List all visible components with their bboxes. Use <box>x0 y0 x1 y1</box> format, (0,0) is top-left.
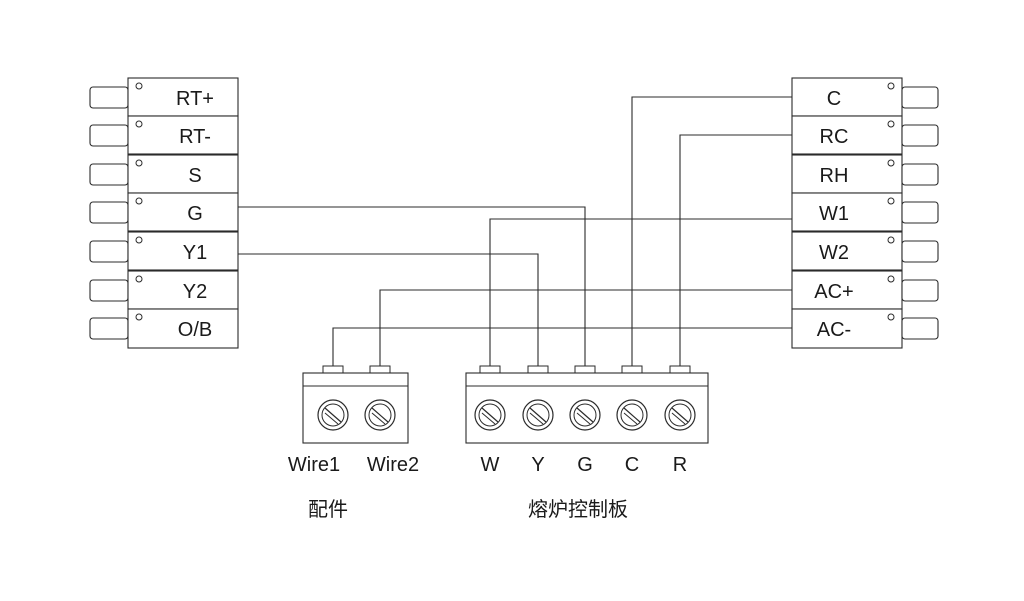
terminal-label-rc: RC <box>820 126 849 148</box>
terminal-ac-plus: AC+ <box>791 270 939 310</box>
wire-w1-to-w <box>489 218 792 368</box>
accessory-terminal-block: Wire1 Wire2 配件 <box>288 365 419 521</box>
terminal-label-g: G <box>187 203 203 225</box>
screw-icon <box>317 399 349 431</box>
accessory-caption: 配件 <box>308 498 348 521</box>
terminal-ac-minus: AC- <box>791 308 939 349</box>
screw-icon <box>616 399 648 431</box>
terminal-rh: RH <box>791 154 939 194</box>
screw-icon <box>474 399 506 431</box>
terminal-w1: W1 <box>791 192 939 232</box>
screw-icon <box>522 399 554 431</box>
control-terminal-strip: C RC RH W1 W2 A <box>791 77 939 349</box>
terminal-label-w2: W2 <box>819 242 849 264</box>
terminal-rt-minus: RT- <box>89 115 239 155</box>
screw-icon <box>569 399 601 431</box>
screw-icon <box>364 399 396 431</box>
terminal-label-rt-plus: RT+ <box>176 88 214 110</box>
wire-g-to-g <box>238 206 586 368</box>
board-terminal-label-w: W <box>481 454 500 476</box>
terminal-label-ac-plus: AC+ <box>814 281 853 303</box>
board-terminal-label-r: R <box>673 454 687 476</box>
terminal-label-rt-minus: RT- <box>179 126 211 148</box>
terminal-label-s: S <box>188 165 201 187</box>
terminal-w2: W2 <box>791 231 939 271</box>
board-terminal-label-c: C <box>625 454 639 476</box>
wire-acplus-to-wire2 <box>379 289 792 368</box>
terminal-y1: Y1 <box>89 231 239 271</box>
board-terminal-label-g: G <box>577 454 593 476</box>
thermostat-terminal-strip: RT+ RT- S G Y1 <box>89 77 239 349</box>
terminal-label-rh: RH <box>820 165 849 187</box>
terminal-c: C <box>791 77 939 117</box>
furnace-board-terminal-block: W Y G C R 熔炉控制板 <box>465 365 709 521</box>
terminal-rt-plus: RT+ <box>89 77 239 117</box>
wire-c-to-c <box>631 96 792 368</box>
terminal-rc: RC <box>791 115 939 155</box>
terminal-label-ac-minus: AC- <box>817 319 851 341</box>
terminal-label-w1: W1 <box>819 203 849 225</box>
terminal-s: S <box>89 154 239 194</box>
terminal-label-c: C <box>827 88 841 110</box>
wires <box>238 96 792 368</box>
terminal-label-y2: Y2 <box>183 281 207 303</box>
accessory-terminal-label-wire2: Wire2 <box>367 454 419 476</box>
terminal-label-y1: Y1 <box>183 242 207 264</box>
furnace-board-caption: 熔炉控制板 <box>528 498 628 521</box>
board-terminal-label-y: Y <box>531 454 544 476</box>
terminal-y2: Y2 <box>89 270 239 310</box>
accessory-terminal-label-wire1: Wire1 <box>288 454 340 476</box>
terminal-g: G <box>89 192 239 232</box>
wire-rc-to-r <box>679 134 792 368</box>
terminal-label-o-b: O/B <box>178 319 212 341</box>
screw-icon <box>664 399 696 431</box>
terminal-o-b: O/B <box>89 308 239 349</box>
wire-y1-to-y <box>238 253 539 368</box>
wire-acminus-to-wire1 <box>332 327 792 368</box>
